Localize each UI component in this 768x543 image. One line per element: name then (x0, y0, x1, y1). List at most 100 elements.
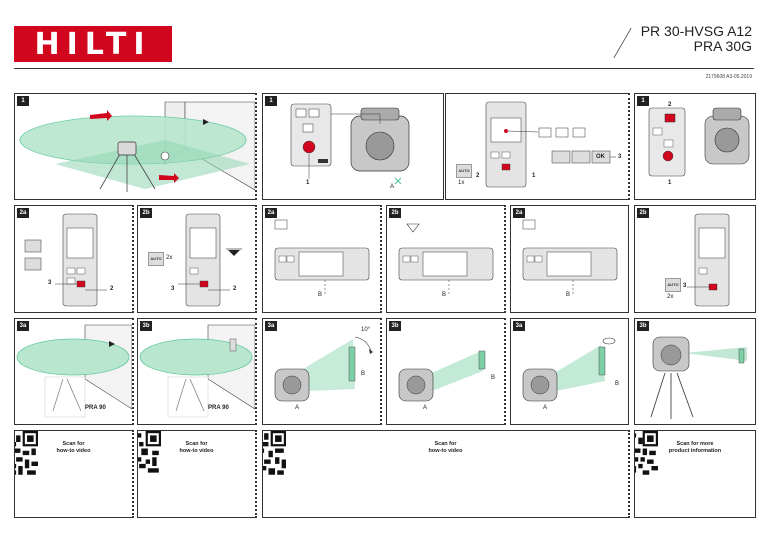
panel-1-laser-top: 1 2 1 (634, 93, 756, 200)
qr-caption-line2: product information (668, 448, 722, 454)
panel-3b-tripod: 3b (634, 318, 756, 425)
model-label: PRA 90 (85, 405, 106, 411)
callout-3: 3 (48, 280, 52, 286)
qr-caption: Scan for how-to video (138, 441, 255, 455)
auto-press-count: 2x (667, 294, 674, 300)
qr-caption-line2: how-to video (179, 448, 214, 454)
callout-2: 2 (476, 173, 480, 179)
callout-2: 2 (233, 286, 237, 292)
label-a: A (295, 405, 300, 411)
step-tag: 2b (140, 208, 152, 218)
qr-caption: Scan for how-to video (15, 441, 132, 455)
qr-code-icon[interactable] (262, 431, 286, 477)
product-title: PR 30-HVSG A12 PRA 30G (641, 24, 752, 54)
step-tag: 2a (265, 208, 277, 218)
qr-caption-line2: how-to video (428, 448, 463, 454)
product-title-line2: PRA 30G (693, 38, 752, 54)
label-a: A (543, 405, 548, 411)
qr-block-1: Scan for how-to video (14, 430, 134, 518)
angle-label: 10° (361, 327, 371, 333)
display-2c-illustration (522, 219, 618, 294)
step-tag: 1 (637, 96, 649, 106)
step-tag: 3a (513, 321, 525, 331)
step-tag: 2b (389, 208, 401, 218)
panel-3a-eye-align: 3a A B (510, 318, 629, 425)
eye-align-3c-illustration (522, 337, 616, 402)
slope-3a-illustration (274, 336, 373, 402)
panel-3b-horizontal: 3b A B (386, 318, 506, 425)
auto-press-count: 2x (166, 255, 173, 261)
title-slash-divider (613, 28, 632, 58)
callout-2: 2 (668, 102, 672, 108)
auto-button-icon: AUTO (456, 164, 472, 178)
label-a: A (390, 184, 395, 190)
label-b: B (566, 292, 571, 298)
auto-button-icon: AUTO (665, 278, 681, 292)
panel-2b-receiver-auto: 2b AUTO 2x 3 2 (137, 205, 257, 313)
step-tag: 1 (265, 96, 277, 106)
step-tag: 2a (513, 208, 525, 218)
label-b: B (491, 375, 496, 381)
callout-2: 2 (110, 286, 114, 292)
room-illustration (19, 101, 255, 192)
auto-press-count: 1x (458, 180, 465, 186)
horizontal-3b-illustration (398, 350, 486, 402)
callout-3: 3 (618, 154, 622, 160)
qr-caption: Scan for how-to video (263, 441, 628, 455)
panel-2a-display-horizontal: 2a B (262, 205, 382, 313)
callout-3: 3 (683, 283, 687, 289)
room-3b-illustration (139, 324, 255, 418)
receiver-2b-illustration (178, 213, 242, 307)
callout-1: 1 (668, 180, 672, 186)
step-tag: 1 (17, 96, 29, 106)
qr-code-icon[interactable] (14, 431, 38, 477)
step-tag: 3b (140, 321, 152, 331)
qr-caption-line1: Scan for (62, 441, 85, 447)
qr-block-3: Scan for how-to video (262, 430, 630, 518)
model-label: PRA 90 (208, 405, 229, 411)
qr-block-4: Scan for more product information (634, 430, 756, 518)
display-2a-illustration (274, 219, 370, 294)
panel-1-laser-controls: 1 1 A (262, 93, 444, 200)
product-title-line1: PR 30-HVSG A12 (640, 23, 752, 39)
panel-2b-display-vertical: 2b B (386, 205, 506, 313)
step-tag: 3b (637, 321, 649, 331)
hilti-logo: HILTI (14, 26, 172, 62)
label-b: B (318, 292, 323, 298)
callout-3: 3 (171, 286, 175, 292)
step-tag: 2a (17, 208, 29, 218)
panel-1-receiver: AUTO 1x 2 1 OK 3 (445, 93, 630, 200)
qr-code-icon[interactable] (137, 431, 161, 477)
step-tag: 3b (389, 321, 401, 331)
ok-label: OK (596, 154, 605, 160)
qr-caption-line1: Scan for (434, 441, 457, 447)
panel-1-room-overview: 1 (14, 93, 257, 200)
step-tag: 3a (17, 321, 29, 331)
label-b: B (361, 371, 366, 377)
laser-control-illustration (290, 103, 410, 185)
qr-code-icon[interactable] (634, 431, 658, 477)
receiver-2a-illustration (24, 213, 107, 307)
callout-1: 1 (532, 173, 536, 179)
qr-caption-line1: Scan for more (676, 441, 714, 447)
laser-top-illustration (648, 107, 750, 177)
qr-caption-line1: Scan for (185, 441, 208, 447)
panel-2a-receiver-sensitivity: 2a 3 2 (14, 205, 134, 313)
display-2b-illustration (398, 223, 494, 294)
header-rule (14, 68, 754, 69)
step-tag: 2b (637, 208, 649, 218)
qr-caption-line2: how-to video (56, 448, 91, 454)
room-3a-illustration (16, 324, 132, 418)
panel-3a-room-receiver: 3a PRA 90 (14, 318, 134, 425)
label-a: A (423, 405, 428, 411)
panel-2a-display-alignment: 2a B (510, 205, 629, 313)
qr-caption: Scan for more product information (635, 441, 755, 455)
label-b: B (442, 292, 447, 298)
tripod-3b-illustration (650, 336, 747, 419)
document-id: 2179608 A3-05.2019 (705, 74, 752, 80)
receiver-illustration (485, 101, 616, 188)
panel-2b-receiver-right: 2b AUTO 2x 3 (634, 205, 756, 313)
auto-button-icon: AUTO (148, 252, 164, 266)
callout-1: 1 (306, 180, 310, 186)
label-b: B (615, 381, 620, 387)
